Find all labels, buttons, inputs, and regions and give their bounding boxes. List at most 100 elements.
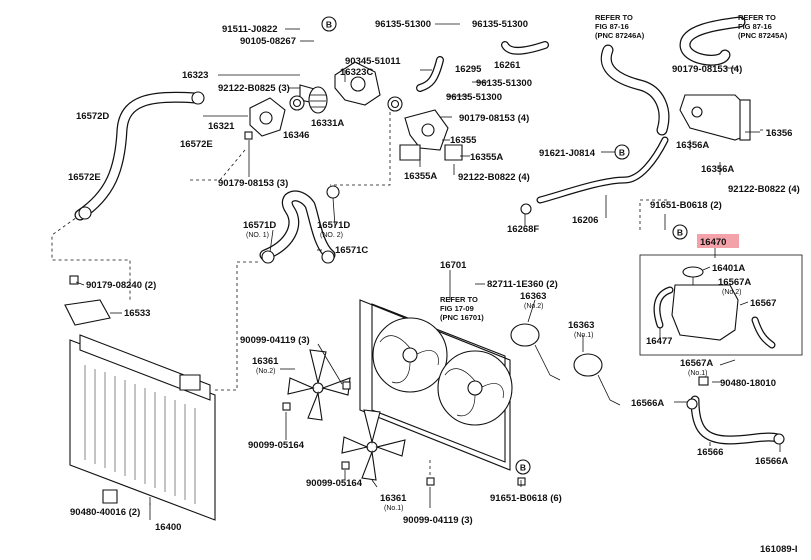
label-16356: 16356 (766, 128, 792, 139)
part-labels: 91511-J0822 90105-08267 16323 92122-B082… (68, 19, 800, 533)
refer-fig-87-16-b: REFER TO FIG 87-16 (PNC 87245A) (738, 13, 788, 40)
fan-16361-no2 (287, 349, 351, 421)
label-16566a-right: 16566A (755, 456, 788, 467)
label-no1-b: (NO. 1) (246, 232, 269, 239)
label-no1-a: (No.1) (688, 370, 707, 377)
label-16363-no2: 16363 (520, 291, 546, 302)
label-92122-b0822-b: 92122-B0822 (4) (728, 184, 800, 195)
label-90345-51011: 90345-51011 (345, 56, 401, 67)
label-90099-04119-b: 90099-04119 (3) (403, 515, 473, 526)
label-92122-b0822-a: 92122-B0822 (4) (458, 172, 530, 183)
label-90105-08267: 90105-08267 (240, 36, 296, 47)
label-16323c: 16323C (340, 67, 373, 78)
label-16572d: 16572D (76, 111, 109, 122)
label-16566a-left: 16566A (631, 398, 664, 409)
svg-text:FIG 87-16: FIG 87-16 (738, 22, 772, 31)
part-16470-highlight (697, 234, 739, 248)
label-16571c: 16571C (335, 245, 368, 256)
svg-text:(PNC 16701): (PNC 16701) (440, 313, 484, 322)
gasket-16346 (289, 95, 305, 111)
label-no1-d: (No.1) (384, 505, 403, 512)
svg-text:(PNC 87246A): (PNC 87246A) (595, 31, 645, 40)
label-90179-08240: 90179-08240 (2) (86, 280, 156, 291)
label-no2-d: (No.2) (256, 368, 275, 375)
marker-b-2: B (614, 144, 630, 160)
label-16355a-right: 16355A (470, 152, 503, 163)
label-16401a: 16401A (712, 263, 745, 274)
water-bypass-16355 (399, 109, 463, 161)
fan-motor-16363-no2 (510, 323, 561, 381)
refer-fig-87-16-a: REFER TO FIG 87-16 (PNC 87246A) (595, 13, 645, 40)
label-16355: 16355 (450, 135, 477, 146)
marker-b-1: B (321, 16, 337, 32)
label-16701: 16701 (440, 260, 467, 271)
marker-b-text: B (326, 20, 332, 30)
label-16477: 16477 (646, 336, 672, 347)
hose-16567 (751, 316, 776, 349)
svg-text:REFER TO: REFER TO (595, 13, 633, 22)
marker-b-text: B (619, 148, 625, 158)
label-16356a-b: 16356A (701, 164, 734, 175)
hose-16566 (690, 395, 783, 445)
label-90179-08153-3: 90179-08153 (3) (218, 178, 288, 189)
label-90099-04119-a: 90099-04119 (3) (240, 335, 310, 346)
thermostat-16331a (308, 86, 328, 114)
label-16268f: 16268F (507, 224, 539, 235)
clamps (78, 91, 785, 445)
cushion-90480-40016 (102, 489, 118, 504)
label-no2-a: (No.2) (722, 289, 741, 296)
radiator-16400 (69, 334, 216, 521)
hose-16261 (501, 41, 549, 55)
fan-motor-16363-no1 (573, 353, 621, 406)
label-90099-05164-b: 90099-05164 (306, 478, 363, 489)
label-16567: 16567 (750, 298, 776, 309)
water-outlet-16356 (679, 94, 751, 141)
hose-87245a (679, 16, 746, 66)
label-91511-j0822: 91511-J0822 (222, 24, 277, 35)
diagram-id: 161089-I (760, 544, 798, 555)
label-16331a: 16331A (311, 118, 344, 129)
label-16571d-no2: 16571D (317, 220, 350, 231)
label-96135-51300-d: 96135-51300 (446, 92, 502, 103)
pipe-16206 (536, 136, 669, 204)
hose-16572d (74, 91, 201, 221)
label-16295: 16295 (455, 64, 482, 75)
marker-b-4: B (515, 459, 531, 475)
label-90480-18010: 90480-18010 (720, 378, 776, 389)
svg-text:REFER TO: REFER TO (738, 13, 776, 22)
label-16321: 16321 (208, 121, 235, 132)
label-leader-lines (75, 23, 781, 520)
fan-shroud-16701 (359, 299, 513, 471)
label-91651-b0618-6: 91651-B0618 (6) (490, 493, 562, 504)
label-no2-b: (NO. 2) (320, 232, 343, 239)
reservoir-tank-16470 (671, 266, 739, 341)
label-90480-40016: 90480-40016 (2) (70, 507, 140, 518)
label-16400: 16400 (155, 522, 181, 533)
label-16470: 16470 (700, 237, 726, 248)
label-91651-b0618-2: 91651-B0618 (2) (650, 200, 722, 211)
marker-b-text: B (520, 463, 526, 473)
svg-text:REFER TO: REFER TO (440, 295, 478, 304)
label-16533: 16533 (124, 308, 150, 319)
fan-16361-no1 (341, 409, 406, 481)
hose-16295 (416, 56, 444, 92)
label-90179-08153-4-a: 90179-08153 (4) (459, 113, 529, 124)
label-16356a-a: 16356A (676, 140, 709, 151)
label-16567a-top: 16567A (718, 277, 751, 288)
label-16571d-no1: 16571D (243, 220, 276, 231)
label-16206: 16206 (572, 215, 598, 226)
bolts (69, 131, 709, 486)
label-16361-no1: 16361 (380, 493, 407, 504)
label-16346: 16346 (283, 130, 309, 141)
hose-16571c (259, 190, 336, 261)
label-16355a-left: 16355A (404, 171, 437, 182)
label-16323: 16323 (182, 70, 208, 81)
label-no2-c: (No.2) (524, 303, 543, 310)
label-92122-b0825: 92122-B0825 (3) (218, 83, 290, 94)
refer-fig-17-09: REFER TO FIG 17-09 (PNC 16701) (440, 295, 484, 322)
label-82711-1e360: 82711-1E360 (2) (487, 279, 558, 290)
water-inlet-16321 (249, 97, 286, 137)
label-90099-05164-a: 90099-05164 (248, 440, 305, 451)
label-16361-no2: 16361 (252, 356, 279, 367)
